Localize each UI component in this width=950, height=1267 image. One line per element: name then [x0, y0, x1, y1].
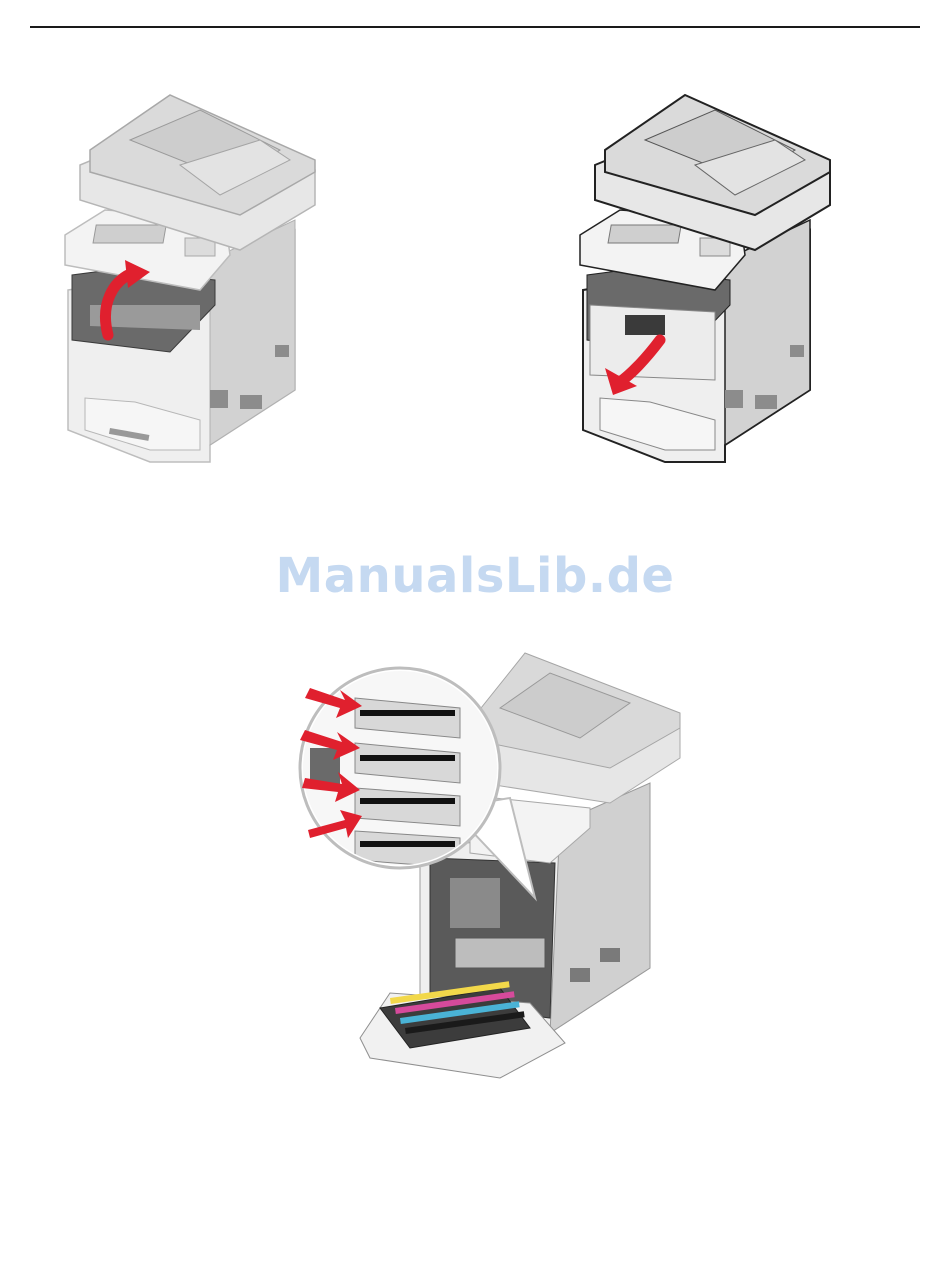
header-rule [30, 26, 920, 28]
printer-imaging-kit-lens-callout-illustration [300, 648, 685, 1093]
manualslib-watermark: ManualsLib.de [0, 548, 950, 604]
printer-open-front-door-lower-arrow-illustration [565, 90, 835, 470]
printer-open-front-door-lift-arrow-illustration [50, 90, 320, 470]
